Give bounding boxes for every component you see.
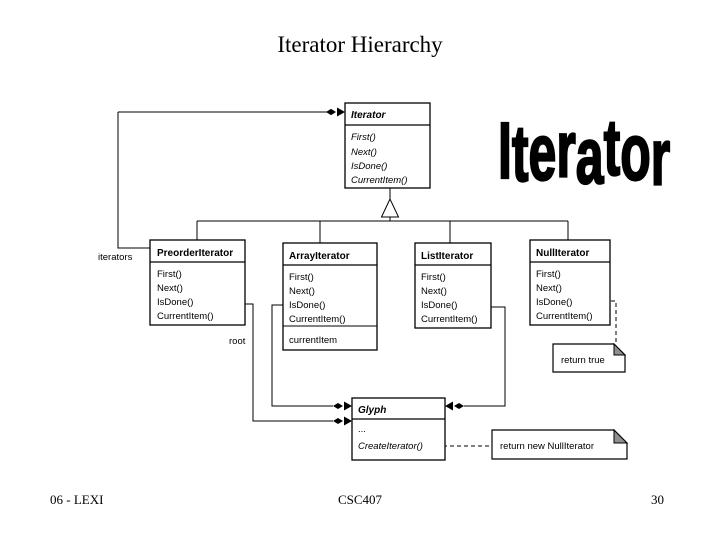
- arrowheads: [326, 107, 464, 426]
- footer-lecture-label: 06 - LEXI: [50, 492, 104, 507]
- footer-course-code: CSC407: [337, 492, 383, 507]
- arrowhead-into-glyph-root: [344, 416, 352, 426]
- method: IsDone(): [351, 161, 387, 172]
- method: IsDone(): [421, 300, 457, 311]
- class-name: PreorderIterator: [157, 248, 233, 259]
- arrowhead-into-iterator: [337, 107, 345, 117]
- note-fold-icon: [613, 342, 627, 356]
- method: First(): [421, 272, 446, 283]
- ellipsis-row: ...: [358, 424, 366, 435]
- slide-footer: 06 - LEXI CSC407 30: [0, 492, 720, 516]
- method: CurrentItem(): [289, 314, 345, 325]
- method: CreateIterator(): [358, 441, 423, 452]
- method: Next(): [536, 283, 562, 294]
- note-fold-icon: [613, 428, 629, 444]
- method: Next(): [421, 286, 447, 297]
- arrowhead-into-glyph-top: [344, 401, 352, 411]
- class-box-listiterator: ListIterator First() Next() IsDone() Cur…: [414, 242, 492, 329]
- class-box-glyph: Glyph ... CreateIterator(): [351, 397, 446, 461]
- method: Next(): [157, 283, 183, 294]
- method: First(): [157, 269, 182, 280]
- method: CurrentItem(): [351, 175, 407, 186]
- class-box-iterator: Iterator First() Next() IsDone() Current…: [344, 102, 431, 189]
- class-name: ArrayIterator: [289, 251, 350, 262]
- method: Next(): [351, 147, 377, 158]
- method: Next(): [289, 286, 315, 297]
- class-name: NullIterator: [536, 248, 589, 259]
- class-name: Glyph: [358, 405, 386, 416]
- class-box-nulliterator: NullIterator First() Next() IsDone() Cur…: [529, 239, 611, 326]
- method: CurrentItem(): [536, 311, 592, 322]
- method: IsDone(): [536, 297, 572, 308]
- method: First(): [351, 132, 376, 143]
- class-name: ListIterator: [421, 251, 473, 262]
- label-iterators: iterators: [98, 252, 133, 263]
- array-glyph-line: [271, 304, 333, 407]
- class-box-arrayiterator: ArrayIterator First() Next() IsDone() Cu…: [282, 242, 378, 351]
- inheritance-triangle-icon: [380, 197, 400, 218]
- root-line: [245, 303, 333, 422]
- attribute: currentItem: [289, 335, 337, 346]
- wordart-iterator: Iterator: [497, 103, 671, 203]
- arrowhead-into-glyph-right: [445, 401, 453, 411]
- note-return-true: return true: [552, 342, 627, 373]
- method: CurrentItem(): [157, 311, 213, 322]
- note-text: return true: [561, 355, 605, 366]
- method: First(): [289, 272, 314, 283]
- note-return-new-nulliterator: return new NullIterator: [491, 428, 629, 460]
- wordart-text: Iterator: [498, 104, 670, 202]
- footer-page-number: 30: [651, 492, 664, 507]
- connector-lines: [117, 111, 569, 422]
- list-glyph-line: [464, 306, 506, 407]
- method: First(): [536, 269, 561, 280]
- method: CurrentItem(): [421, 314, 477, 325]
- class-box-preorderiterator: PreorderIterator First() Next() IsDone()…: [149, 239, 246, 326]
- label-root: root: [229, 336, 246, 347]
- page-title: Iterator Hierarchy: [277, 32, 443, 57]
- method: IsDone(): [289, 300, 325, 311]
- method: IsDone(): [157, 297, 193, 308]
- class-name: Iterator: [351, 110, 387, 121]
- note-text: return new NullIterator: [500, 441, 594, 452]
